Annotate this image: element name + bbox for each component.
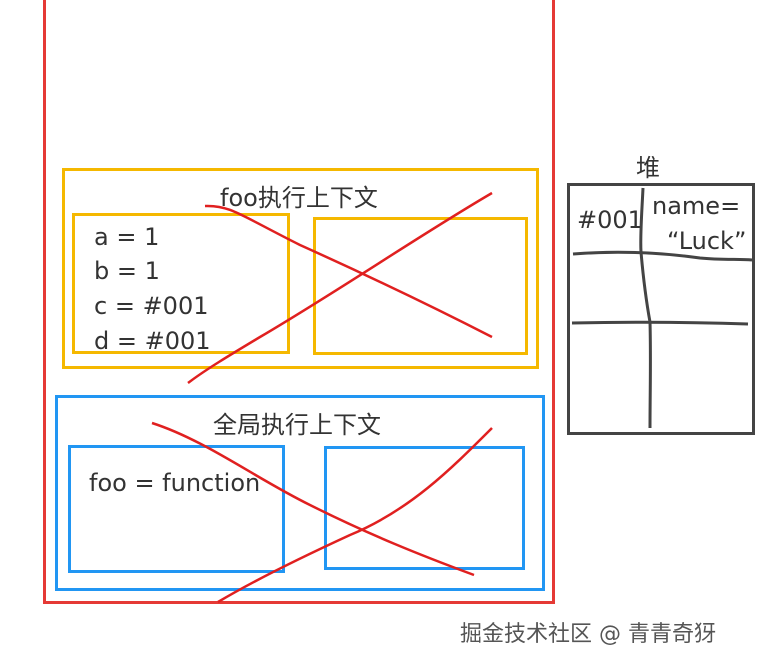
call-stack-box <box>43 0 555 604</box>
heap-row-divider-2 <box>571 320 749 326</box>
foo-variable-a: a = 1 <box>94 223 160 251</box>
global-variable-foo: foo = function <box>89 469 261 497</box>
heap-value-line1: name= <box>652 192 741 220</box>
foo-execution-context <box>62 168 539 369</box>
global-variable-environment <box>68 445 285 573</box>
global-cross-stroke-1 <box>151 421 475 577</box>
heap-row-divider-1 <box>572 250 753 262</box>
global-execution-context <box>55 395 545 591</box>
foo-variable-c: c = #001 <box>94 292 209 320</box>
foo-variable-d: d = #001 <box>94 327 211 355</box>
foo-variable-environment <box>72 213 290 354</box>
heap-box <box>567 183 755 435</box>
heap-value-line2: “Luck” <box>667 227 747 255</box>
global-cross-stroke-2 <box>217 427 493 604</box>
heap-address: #001 <box>577 206 643 234</box>
foo-context-title: foo执行上下文 <box>220 184 378 212</box>
foo-lexical-environment <box>313 217 528 355</box>
foo-variable-b: b = 1 <box>94 257 160 285</box>
watermark: 掘金技术社区 @ 青青奇犽 <box>460 622 716 647</box>
global-context-title: 全局执行上下文 <box>213 411 381 439</box>
heap-vertical-divider <box>639 187 652 429</box>
heap-title: 堆 <box>636 154 660 182</box>
foo-cross-stroke-2 <box>187 191 493 384</box>
foo-cross-stroke-1 <box>204 204 493 339</box>
global-lexical-environment <box>324 446 525 570</box>
